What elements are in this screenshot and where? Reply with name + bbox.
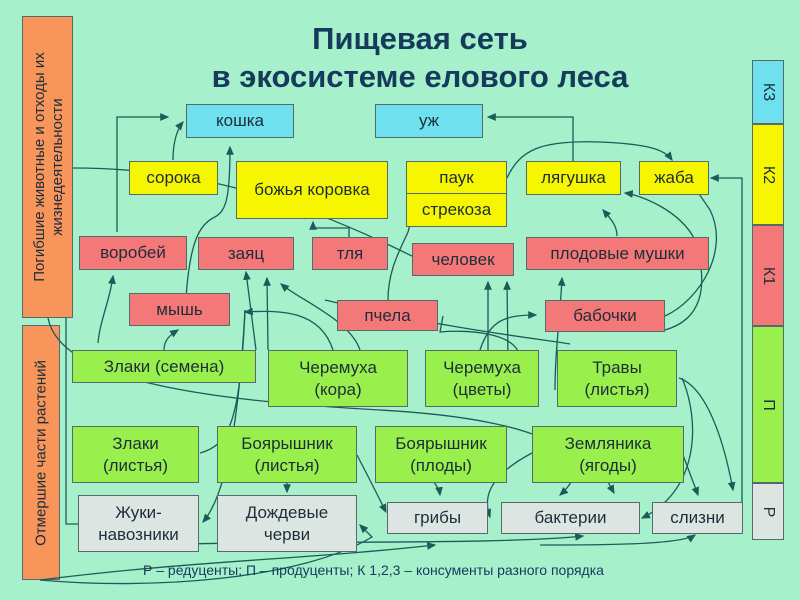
arrow — [97, 274, 116, 344]
legend: Р – редуценты; П – продуценты; К 1,2,3 –… — [143, 562, 604, 578]
node-bakterii: бактерии — [501, 502, 640, 534]
arrow — [356, 454, 387, 514]
arrow — [554, 276, 566, 391]
arrow — [539, 534, 697, 546]
node-zayats: заяц — [198, 237, 294, 270]
node-zlaki-semena: Злаки (семена) — [72, 350, 256, 383]
arrow — [479, 311, 538, 351]
arrow — [172, 121, 184, 161]
node-boyaryshnik-listya: Боярышник (листья) — [217, 426, 357, 483]
node-bozhya-korovka: божья коровка — [236, 161, 388, 219]
level-r: Р — [752, 483, 784, 540]
arrow — [606, 481, 615, 495]
page-title-line2: в экосистеме елового леса — [211, 59, 629, 94]
node-cheremukha-kora: Черемуха (кора) — [268, 350, 408, 407]
dead-plants-panel: Отмершие части растений — [22, 325, 60, 580]
node-zhaba: жаба — [639, 161, 709, 195]
dead-animals-panel: Погибшие животные и отходы их жизнедеяте… — [22, 16, 73, 318]
arrow — [309, 220, 350, 238]
arrow — [263, 276, 272, 351]
arrow — [243, 307, 334, 351]
node-koshka: кошка — [186, 104, 294, 138]
arrow — [682, 454, 699, 497]
level-k2: К2 — [752, 124, 784, 225]
arrow — [678, 377, 736, 492]
node-zhuki-navozniki: Жуки-навозники — [78, 495, 199, 552]
node-mysh: мышь — [129, 293, 230, 326]
node-uzh: уж — [375, 104, 483, 138]
arrow — [506, 141, 673, 179]
arrow — [144, 532, 585, 546]
node-vorobey: воробей — [79, 236, 187, 270]
arrow — [503, 280, 511, 361]
node-cheremukha-tsvety: Черемуха (цветы) — [425, 350, 539, 407]
node-chelovek: человек — [412, 243, 514, 276]
node-tlya: тля — [312, 237, 388, 270]
arrow — [602, 209, 618, 237]
arrow — [486, 113, 574, 162]
arrow — [65, 318, 97, 528]
node-strekoza: стрекоза — [406, 193, 507, 227]
node-travy-listya: Травы (листья) — [557, 350, 677, 407]
page-title-line1: Пищевая сеть — [312, 21, 528, 56]
arrow — [202, 309, 246, 523]
node-griby: грибы — [387, 502, 488, 534]
node-zemlyanika-yagody: Земляника (ягоды) — [532, 426, 684, 483]
node-soroka: сорока — [129, 161, 218, 195]
arrow — [163, 329, 180, 351]
level-k3: К3 — [752, 60, 784, 124]
level-k1: К1 — [752, 225, 784, 326]
arrow — [709, 174, 743, 515]
node-lyagushka: лягушка — [526, 161, 621, 195]
node-boyaryshnik-plody: Боярышник (плоды) — [375, 426, 507, 483]
node-pchela: пчела — [337, 300, 438, 331]
node-dozhdevye-chervi: Дождевые черви — [217, 495, 357, 552]
node-babochki: бабочки — [545, 300, 665, 332]
level-p: П — [752, 326, 784, 483]
node-zlaki-listya: Злаки (листья) — [72, 426, 199, 483]
node-pauk: паук — [406, 161, 507, 195]
arrow — [39, 541, 437, 581]
node-plodovye-mushki: плодовые мушки — [526, 237, 709, 270]
node-slizni: слизни — [652, 502, 743, 534]
arrow — [116, 113, 170, 232]
arrow — [280, 283, 361, 351]
